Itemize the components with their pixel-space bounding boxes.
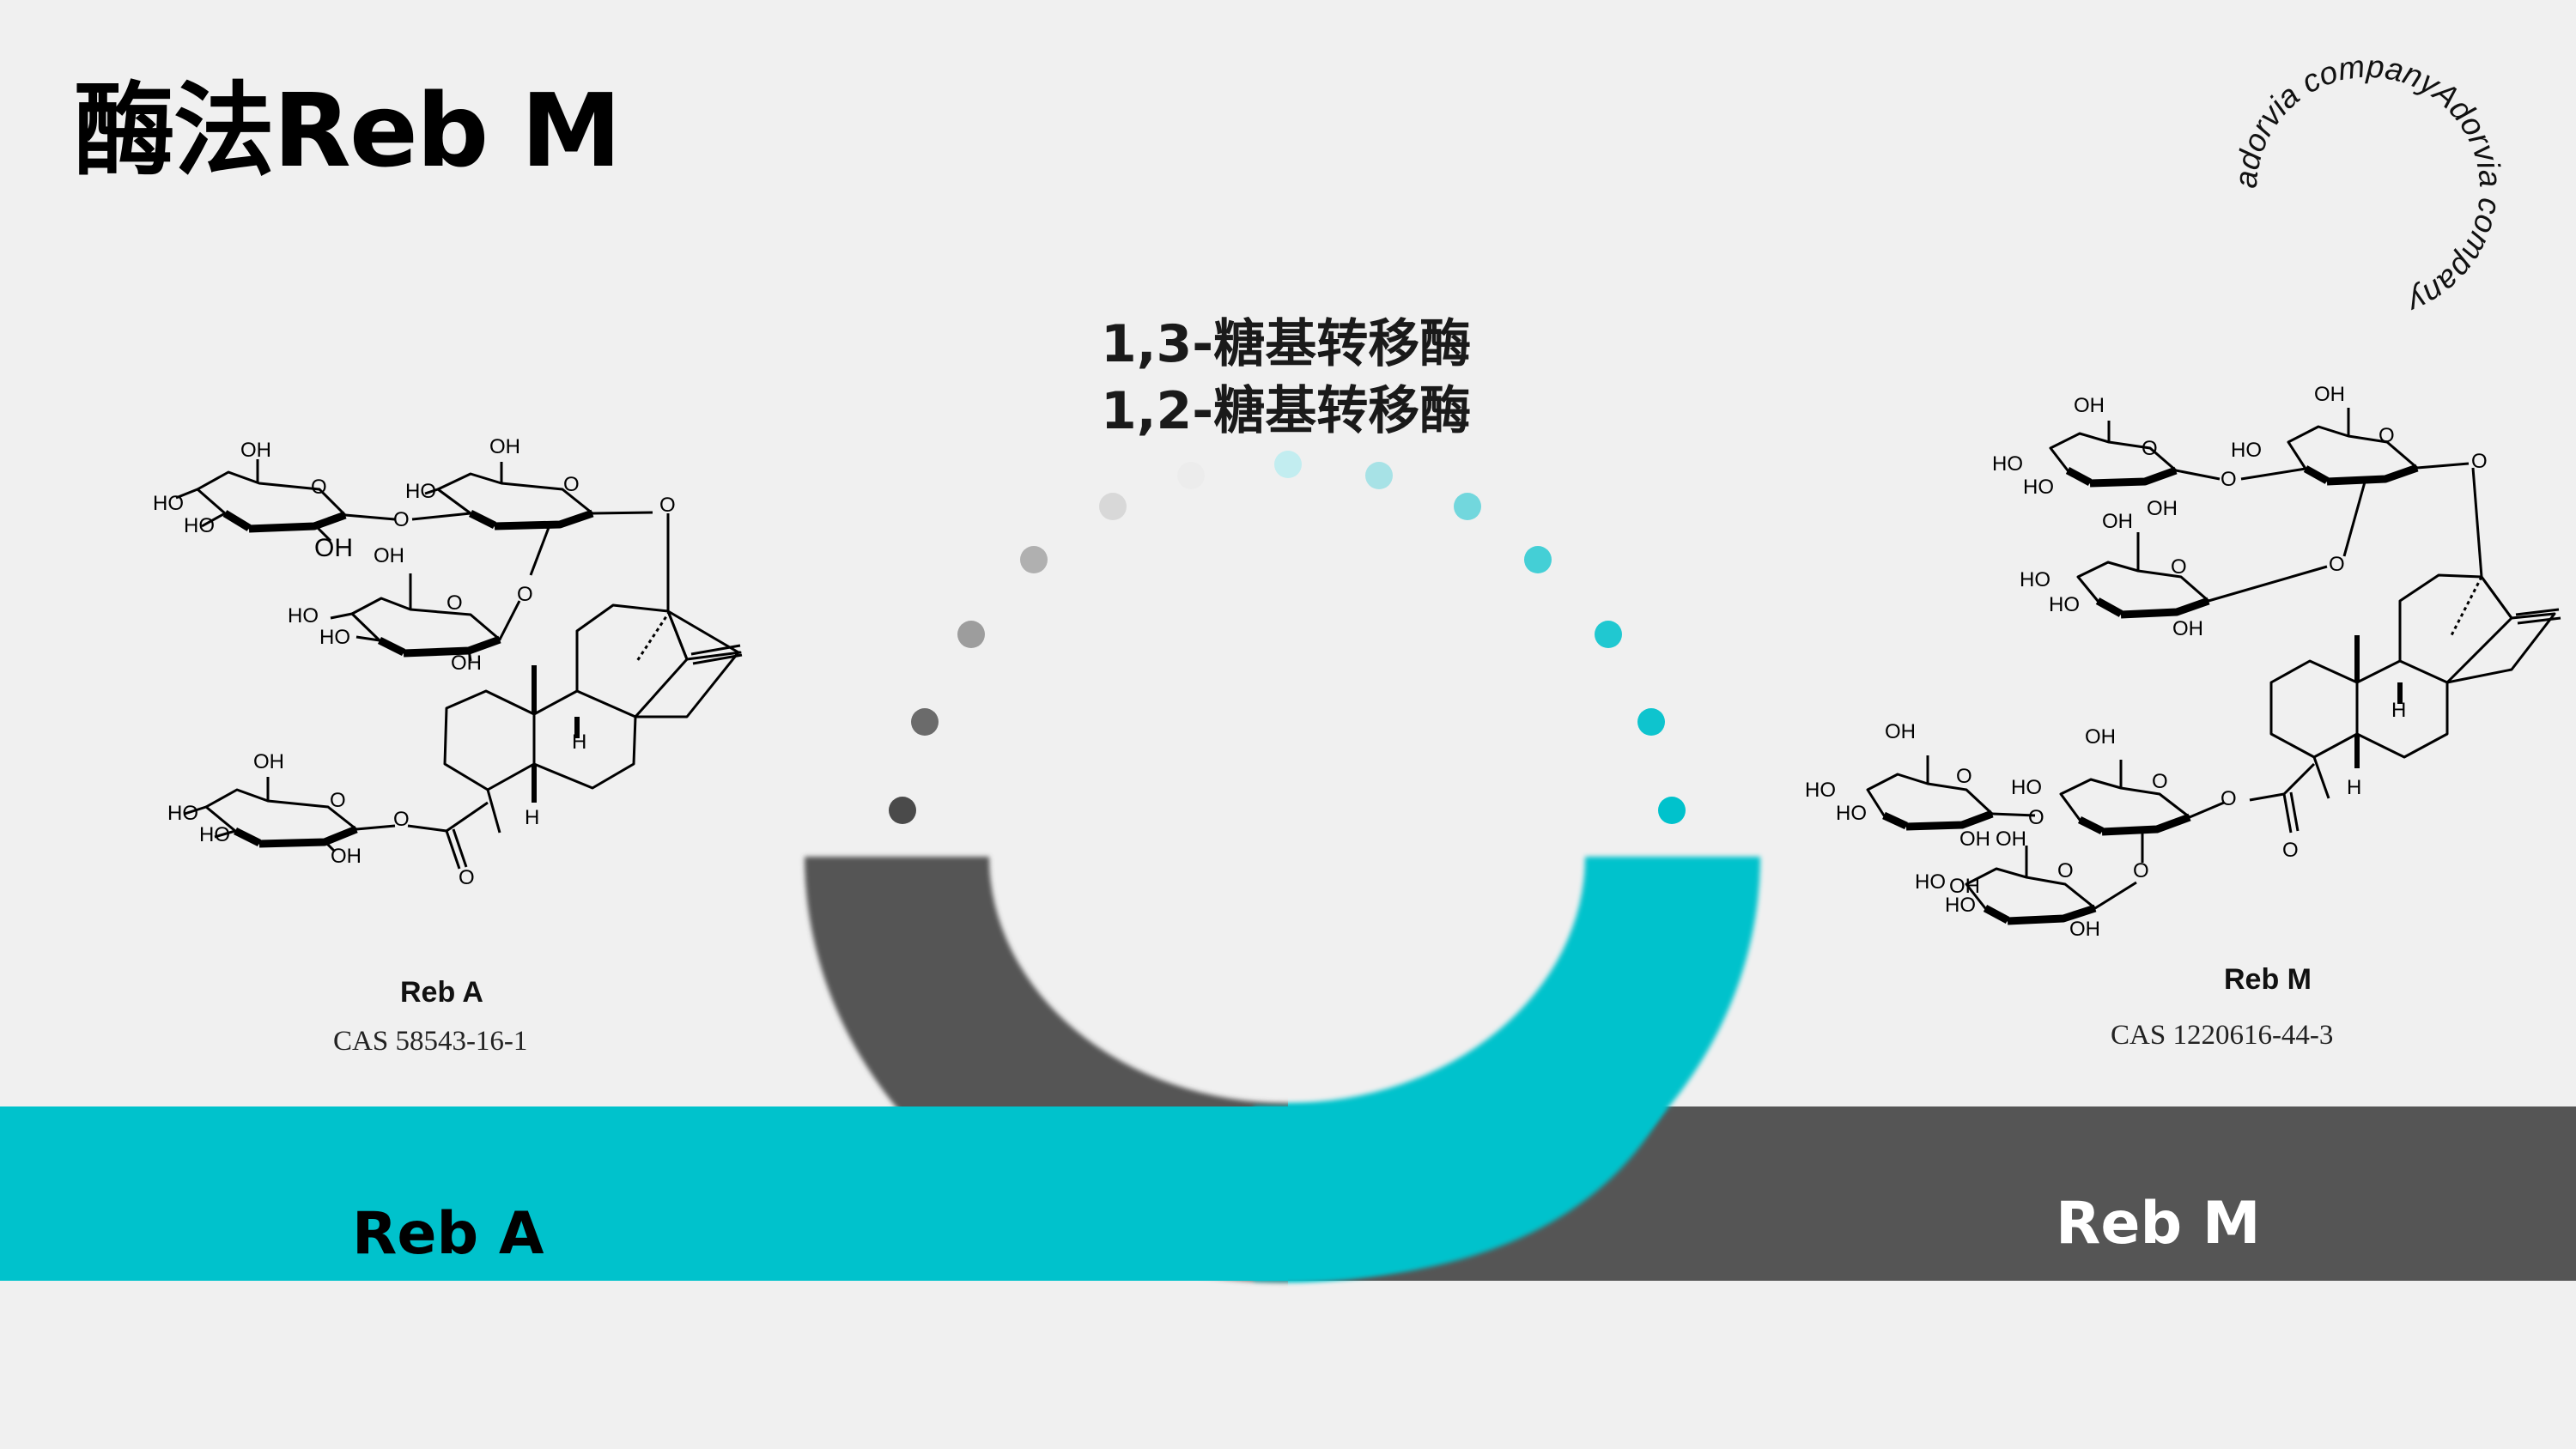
atom-label: H	[2347, 776, 2361, 799]
atom-label: O	[2057, 859, 2074, 882]
atom-label: HO	[2020, 568, 2050, 591]
atom-label: HO	[153, 492, 184, 515]
dot-12	[1637, 708, 1665, 736]
atom-label: O	[2329, 553, 2345, 576]
atom-label: O	[330, 789, 346, 812]
atom-label: HO	[1805, 779, 1836, 802]
enzyme-labels: 1,3-糖基转移酶 1,2-糖基转移酶	[1101, 311, 1471, 445]
atom-label: HO	[2023, 476, 2054, 499]
atom-label: OH	[2147, 497, 2178, 520]
reb-a-cas: CAS 58543-16-1	[333, 1026, 528, 1057]
atom-label: HO	[1992, 452, 2023, 476]
atom-label: OH	[1949, 875, 1980, 898]
atom-label: O	[563, 473, 580, 496]
atom-label: HO	[1915, 870, 1946, 894]
atom-label: HO	[319, 626, 350, 649]
arc-bottom-teal	[1254, 1106, 1666, 1281]
dot-7	[1274, 451, 1302, 478]
atom-label: O	[2142, 437, 2158, 460]
atom-label: OH	[2102, 510, 2133, 533]
dot-3	[957, 621, 985, 648]
dot-13	[1658, 797, 1686, 824]
progress-dots	[889, 451, 1686, 824]
atom-label: HO	[199, 823, 230, 846]
enzyme-label-1: 1,3-糖基转移酶	[1101, 314, 1472, 374]
dot-9	[1454, 493, 1481, 520]
atom-label: HO	[167, 802, 198, 825]
dot-5	[1099, 493, 1127, 520]
atom-label: HO	[1836, 802, 1867, 825]
dot-4	[1020, 546, 1048, 573]
reb-a-structure	[175, 459, 743, 870]
dot-2	[911, 708, 939, 736]
logo-text: adorvia companyAdorvia company	[2228, 48, 2509, 320]
reb-a-caption: Reb A	[400, 976, 483, 1009]
atom-label: OH	[1996, 828, 2026, 851]
reb-m-atom-labels: OH HO HO OH O O OH HO O O O OH O HO HO O…	[1805, 383, 2488, 941]
atom-label: OH	[2172, 617, 2203, 640]
atom-label: OH	[2069, 918, 2100, 941]
dot-10	[1524, 546, 1552, 573]
atom-label: OH	[374, 544, 404, 567]
atom-label: OH	[331, 845, 361, 868]
atom-label: H	[572, 731, 586, 754]
page-title: 酶法Reb M	[74, 71, 622, 190]
adorvia-logo: adorvia companyAdorvia company	[2228, 48, 2509, 320]
atom-label: O	[517, 583, 533, 606]
atom-label: HO	[405, 480, 436, 503]
atom-label: O	[2282, 839, 2299, 862]
atom-label: O	[2221, 468, 2237, 491]
atom-label: HO	[1945, 894, 1976, 917]
atom-label: O	[1956, 765, 1972, 788]
dot-11	[1595, 621, 1622, 648]
dot-8	[1365, 462, 1393, 489]
reb-m-cas: CAS 1220616-44-3	[2111, 1020, 2334, 1051]
atom-label: OH	[489, 435, 520, 458]
reb-a-band-label: Reb A	[352, 1200, 544, 1268]
atom-label: O	[2379, 424, 2395, 447]
atom-label: O	[2152, 770, 2168, 793]
atom-label: OH	[314, 534, 353, 562]
atom-label: O	[393, 808, 410, 831]
atom-label: O	[393, 508, 410, 531]
reb-m-band-label: Reb M	[2056, 1190, 2261, 1258]
atom-label: O	[2471, 450, 2488, 473]
dot-6	[1177, 462, 1205, 489]
atom-label: HO	[288, 604, 319, 627]
dot-1	[889, 797, 916, 824]
atom-label: HO	[2231, 439, 2262, 462]
atom-label: O	[311, 476, 327, 499]
reb-a-atom-labels: OH HO HO OH O O OH HO O O O OH O HO HO O…	[153, 435, 676, 889]
atom-label: O	[2028, 806, 2044, 829]
atom-label: OH	[451, 652, 482, 675]
atom-label: OH	[1959, 828, 1990, 851]
atom-label: OH	[2074, 394, 2105, 417]
atom-label: OH	[240, 439, 271, 462]
atom-label: H	[2391, 699, 2406, 722]
atom-label: OH	[2314, 383, 2345, 406]
reb-m-structure	[1866, 408, 2561, 925]
atom-label: OH	[1885, 720, 1916, 743]
atom-label: HO	[2049, 593, 2080, 616]
atom-label: O	[447, 591, 463, 615]
atom-label: O	[2133, 859, 2149, 882]
atom-label: HO	[2011, 776, 2042, 799]
atom-label: H	[525, 806, 539, 829]
atom-label: O	[459, 866, 475, 889]
atom-label: O	[659, 494, 676, 517]
teal-band	[0, 1106, 1288, 1281]
atom-label: HO	[184, 514, 215, 537]
atom-label: O	[2221, 787, 2237, 810]
atom-label: O	[2171, 555, 2187, 579]
enzyme-label-2: 1,2-糖基转移酶	[1101, 381, 1472, 441]
reb-m-caption: Reb M	[2224, 963, 2312, 996]
atom-label: OH	[2085, 725, 2116, 749]
atom-label: OH	[253, 750, 284, 773]
